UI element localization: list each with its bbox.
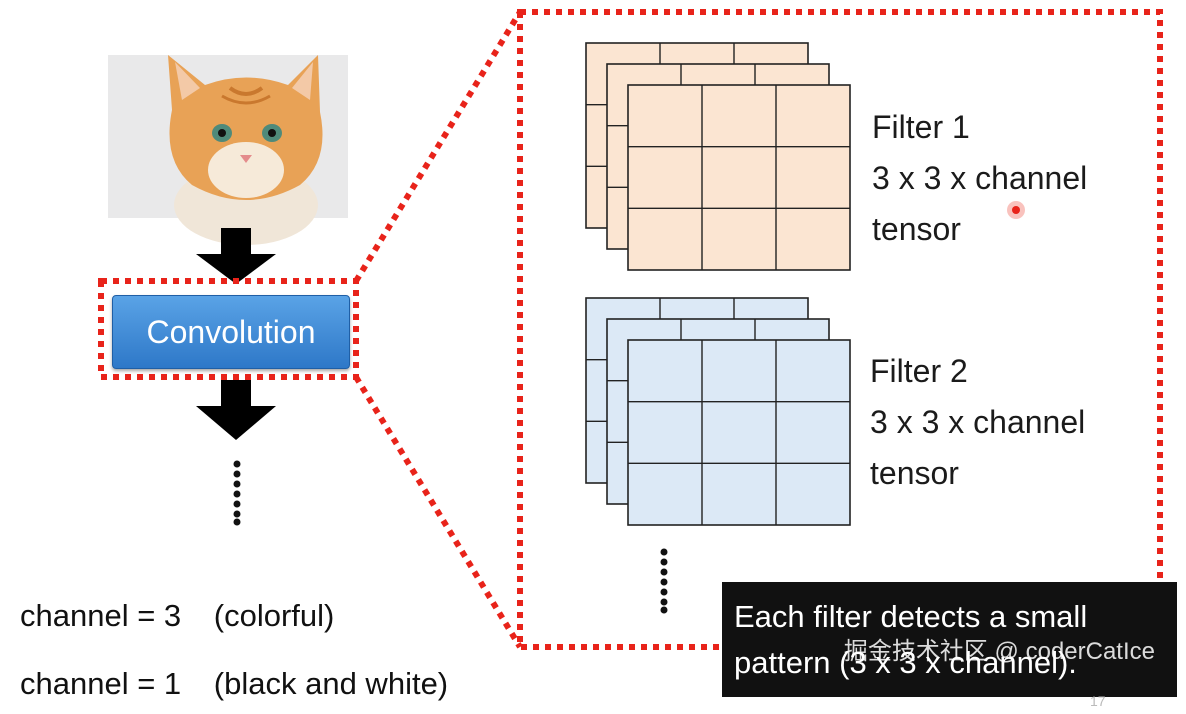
- filter-1-label: Filter 1 3 x 3 x channel tensor: [872, 102, 1087, 255]
- filter-shape: 3 x 3 x channel: [870, 404, 1086, 440]
- pointer-dot: [1007, 201, 1025, 219]
- filter-kind: tensor: [872, 211, 961, 247]
- filter-shape: 3 x 3 x channel: [872, 160, 1088, 196]
- channel-eq: channel = 1: [20, 666, 182, 701]
- caption-text: Each filter detects a small pattern (3 x…: [734, 599, 1088, 680]
- channel-eq: channel = 3: [20, 598, 182, 633]
- channel-desc: (black and white): [213, 666, 449, 701]
- cat-image: [108, 55, 348, 245]
- filter-2-tensor: [585, 297, 851, 526]
- channel-note-color: channel = 3 (colorful): [20, 598, 334, 634]
- channel-desc: (colorful): [213, 598, 335, 633]
- highlight-frame: [98, 9, 1163, 650]
- channel-note-bw: channel = 1 (black and white): [20, 666, 448, 702]
- caption-box: Each filter detects a small pattern (3 x…: [722, 582, 1177, 697]
- watermark: 掘金技术社区 @ coderCatIce: [843, 638, 1155, 665]
- arrow-down-icon: [196, 228, 276, 284]
- filter-title: Filter 1: [872, 109, 970, 145]
- filter-kind: tensor: [870, 455, 959, 491]
- arrow-down-icon: [196, 380, 276, 440]
- page-number: 17: [1090, 693, 1106, 709]
- filter-title: Filter 2: [870, 353, 968, 389]
- filter-1-tensor: [585, 42, 851, 271]
- filter-layer-3: [627, 339, 851, 526]
- ellipsis-vertical-icon: [660, 548, 668, 614]
- ellipsis-vertical-icon: [233, 460, 241, 526]
- filter-2-label: Filter 2 3 x 3 x channel tensor: [870, 346, 1085, 499]
- convolution-box: Convolution: [112, 295, 350, 369]
- filter-layer-3: [627, 84, 851, 271]
